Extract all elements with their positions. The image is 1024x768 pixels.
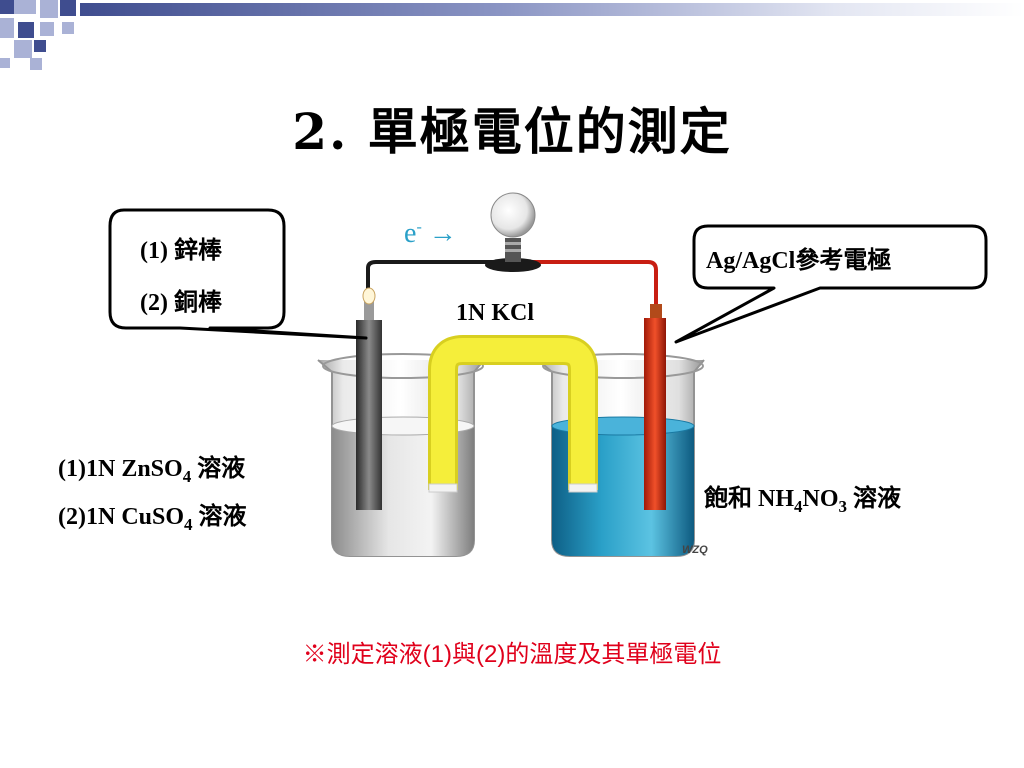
deco-square [14, 0, 36, 14]
deco-square [0, 58, 10, 68]
header-gradient-bar [80, 3, 1024, 16]
deco-square [60, 0, 76, 16]
left-beaker [317, 353, 485, 557]
deco-square [34, 40, 46, 52]
light-bulb-icon [485, 192, 541, 272]
left-callout-bubble [108, 208, 368, 340]
wire-right [530, 260, 658, 312]
slide-title: 2. 單極電位的測定 [292, 102, 732, 161]
slide-note: ※測定溶液(1)與(2)的溫度及其單極電位 [302, 641, 722, 668]
reference-electrode [644, 304, 666, 510]
callout-reference-electrode: Ag/AgCl參考電極 [706, 248, 892, 274]
watermark: WZQ [682, 544, 708, 556]
deco-square [30, 58, 42, 70]
metal-electrode [356, 287, 382, 510]
callout-electrode-2: (2) 銅棒 [140, 290, 222, 316]
callout-electrode-1: (1) 鋅棒 [140, 238, 222, 264]
deco-square [0, 0, 14, 14]
deco-square [40, 0, 58, 18]
right-solution-label: 飽和 NH4NO3 溶液 [704, 486, 901, 516]
deco-square [40, 22, 54, 36]
deco-square [18, 22, 34, 38]
left-solution-label-1: (1)1N ZnSO4 溶液 [58, 456, 246, 486]
deco-square [62, 22, 74, 34]
deco-square [0, 18, 14, 38]
right-callout-bubble [674, 224, 988, 344]
electron-flow-label: e- → [404, 218, 457, 249]
left-solution-label-2: (2)1N CuSO4 溶液 [58, 504, 247, 534]
deco-square [14, 40, 32, 58]
right-beaker [537, 353, 705, 557]
salt-bridge-label: 1N KCl [456, 300, 534, 326]
wire-left [366, 260, 500, 318]
